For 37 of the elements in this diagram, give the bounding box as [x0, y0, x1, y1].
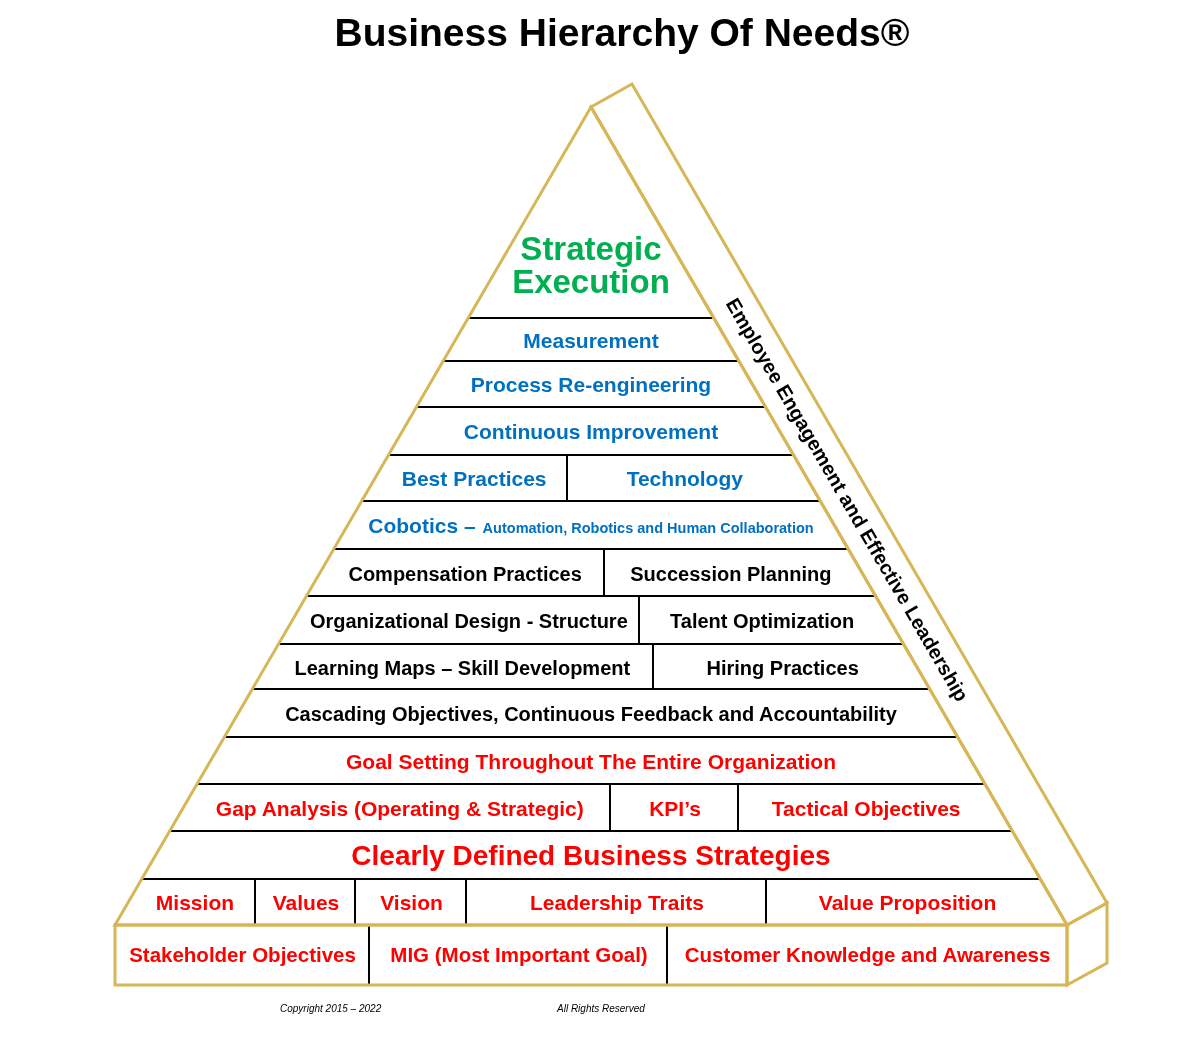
tier-label: Clearly Defined Business Strategies: [351, 839, 831, 873]
tier-label: Leadership Traits: [530, 890, 704, 915]
tier-label: MIG (Most Important Goal): [390, 943, 648, 967]
tier-label: Value Proposition: [818, 890, 997, 915]
pyramid-cell: [305, 550, 605, 597]
tier-label: Succession Planning: [630, 562, 832, 585]
tier-label: Talent Optimization: [670, 609, 855, 633]
tier-sublabel: Automation, Robotics and Human Collaboration: [482, 519, 814, 537]
tier-label: KPI’s: [649, 796, 701, 821]
tier-label: Gap Analysis (Operating & Strategic): [215, 796, 584, 821]
tier-label: Process Re-engineering: [470, 372, 712, 398]
tier-label: Hiring Practices: [706, 656, 859, 679]
tier-label: Strategic Execution: [512, 231, 670, 299]
tier-label: Learning Maps – Skill Development: [294, 656, 631, 679]
tier-label: Goal Setting Throughout The Entire Organization: [346, 749, 836, 774]
tier-label: Measurement: [523, 328, 659, 353]
tier-label: Compensation Practices: [348, 562, 582, 585]
tier-label: Stakeholder Objectives: [129, 943, 356, 967]
tier-label: Tactical Objectives: [771, 796, 961, 821]
tier-label: Technology: [626, 466, 743, 492]
tier-label: Cobotics –: [368, 513, 476, 539]
pyramid-cell: [277, 597, 640, 645]
pyramid-cell: [169, 785, 611, 832]
pyramid-cell: [251, 645, 654, 690]
tier-label: Organizational Design - Structure: [309, 609, 628, 633]
tier-label: Vision: [380, 890, 443, 915]
pyramid-cell: [611, 785, 739, 832]
copyright-note: Copyright 2015 – 2022: [280, 1003, 382, 1014]
tier-label: Mission: [155, 890, 235, 915]
tier-label: Customer Knowledge and Awareness: [684, 943, 1051, 967]
tier-label: Cascading Objectives, Continuous Feedback and Accountability: [285, 702, 897, 726]
diagram-title: Business Hierarchy Of Needs®: [334, 11, 910, 56]
copyright-note: All Rights Reserved: [557, 1003, 645, 1014]
pyramid-cell: [361, 456, 568, 502]
tier-label: Best Practices: [401, 466, 547, 492]
tier-label: Continuous Improvement: [463, 419, 719, 445]
tier-label: Values: [272, 890, 340, 915]
